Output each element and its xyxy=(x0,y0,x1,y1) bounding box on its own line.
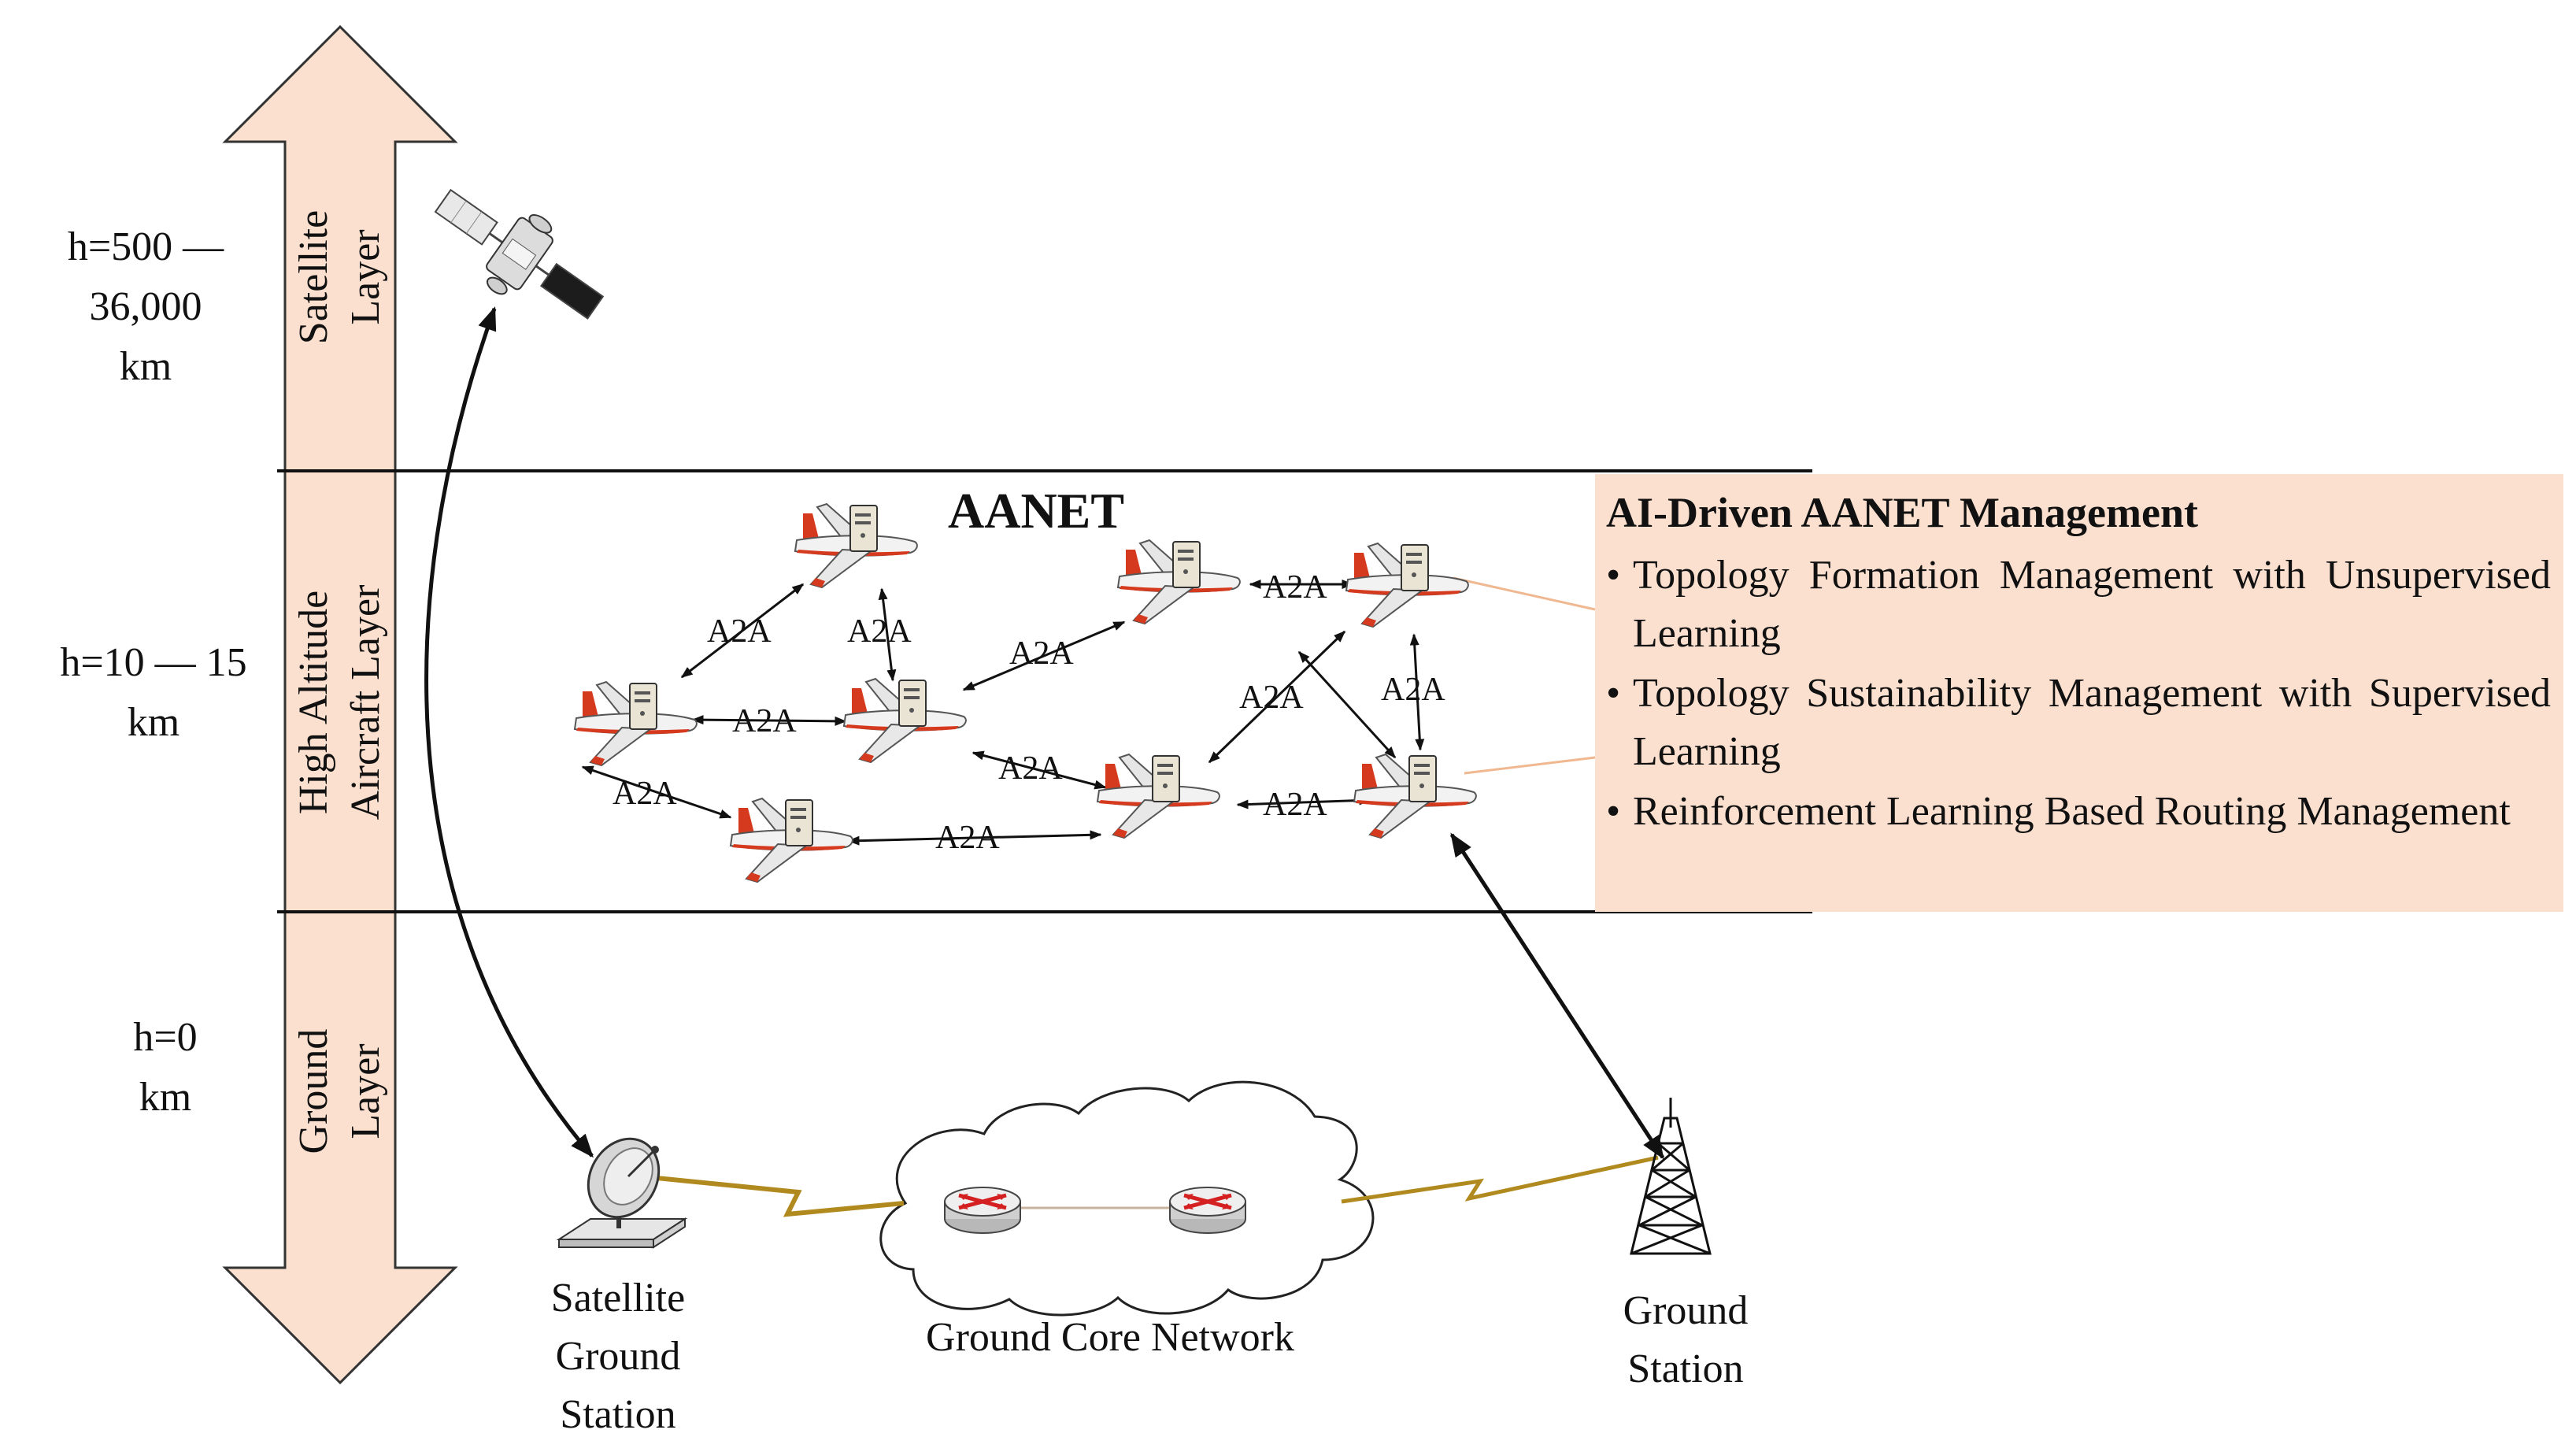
satellite-dish-icon xyxy=(556,1137,688,1249)
a2a-label: A2A xyxy=(613,776,677,812)
station-line: Ground xyxy=(1623,1288,1749,1333)
altitude-label-ground: h=0 km xyxy=(87,1008,244,1128)
altitude-arrow xyxy=(222,24,458,1385)
airplane-icon xyxy=(574,681,698,766)
layer-line: Layer xyxy=(343,1043,388,1139)
altitude-line: km xyxy=(127,700,180,745)
management-item: • Reinforcement Learning Based Routing M… xyxy=(1606,783,2551,841)
ai-management-panel: AI-Driven AANET Management • Topology Fo… xyxy=(1595,474,2563,912)
management-title: AI-Driven AANET Management xyxy=(1606,489,2198,536)
management-item-text: Topology Sustainability Management with … xyxy=(1633,671,2551,774)
router-icon xyxy=(1170,1187,1245,1233)
satellite-ground-station-label: Satellite Ground Station xyxy=(488,1269,748,1444)
a2a-label: A2A xyxy=(935,820,1000,856)
callout-line-1 xyxy=(1453,576,1596,611)
altitude-line: h=500 — xyxy=(67,224,224,269)
station-line: Ground xyxy=(555,1334,681,1379)
satellite-link xyxy=(424,306,594,1158)
altitude-line: km xyxy=(139,1075,192,1120)
layer-label-aircraft: High Altitude Aircraft Layer xyxy=(288,585,392,820)
a2a-label: A2A xyxy=(1009,635,1074,672)
management-item-text: Reinforcement Learning Based Routing Man… xyxy=(1633,789,2511,834)
a2a-label: A2A xyxy=(732,703,797,739)
management-item: • Topology Sustainability Management wit… xyxy=(1606,665,2551,781)
layer-line: Aircraft Layer xyxy=(343,584,388,820)
network-title: AANET xyxy=(948,483,1125,539)
bullet-icon: • xyxy=(1606,789,1621,834)
airplane-icon xyxy=(730,798,853,883)
a2a-label: A2A xyxy=(707,613,772,650)
layer-label-ground: Ground Layer xyxy=(288,1029,392,1154)
altitude-line: h=10 — 15 xyxy=(60,640,247,685)
station-line: Station xyxy=(560,1392,676,1437)
bullet-icon: • xyxy=(1606,553,1621,598)
bullet-icon: • xyxy=(1606,671,1621,716)
airplane-icon xyxy=(1117,539,1241,624)
station-line: Station xyxy=(1627,1346,1744,1391)
layer-line: High Altitude xyxy=(291,590,336,815)
layer-line: Ground xyxy=(291,1028,336,1154)
a2a-label: A2A xyxy=(1239,680,1304,716)
core-network-label: Ground Core Network xyxy=(926,1315,1294,1360)
ground-station-label: Ground Station xyxy=(1556,1282,1815,1398)
layer-line: Layer xyxy=(343,229,388,325)
a2a-label: A2A xyxy=(1263,787,1327,823)
ground-aircraft-link xyxy=(1449,832,1665,1160)
airplane-icon xyxy=(794,503,918,588)
lightning-link-right xyxy=(1341,1155,1659,1204)
callout-line-2 xyxy=(1464,756,1596,775)
airplane-icon xyxy=(1097,754,1220,839)
altitude-line: h=0 xyxy=(133,1015,198,1060)
a2a-label: A2A xyxy=(998,750,1063,787)
satellite-icon xyxy=(434,188,605,320)
altitude-line: km xyxy=(119,344,172,389)
airplane-icon xyxy=(1353,754,1477,839)
management-item-text: Topology Formation Management with Unsup… xyxy=(1633,553,2551,656)
station-line: Satellite xyxy=(550,1276,686,1321)
router-icon xyxy=(945,1187,1020,1233)
airplane-icon xyxy=(1345,543,1469,628)
airplane-icon xyxy=(843,678,967,763)
a2a-label: A2A xyxy=(847,613,912,650)
a2a-label: A2A xyxy=(1381,672,1445,708)
cell-tower-icon xyxy=(1630,1098,1712,1255)
management-item: • Topology Formation Management with Uns… xyxy=(1606,546,2551,663)
altitude-label-aircraft: h=10 — 15 km xyxy=(24,633,283,753)
altitude-label-satellite: h=500 — 36,000 km xyxy=(31,217,260,397)
a2a-links xyxy=(581,580,1425,846)
layer-line: Satellite xyxy=(291,209,336,345)
layer-label-satellite: Satellite Layer xyxy=(288,210,392,344)
altitude-line: 36,000 xyxy=(89,284,202,329)
cloud-icon xyxy=(879,1080,1375,1317)
a2a-label: A2A xyxy=(1263,569,1327,606)
lightning-link-left xyxy=(656,1176,905,1217)
